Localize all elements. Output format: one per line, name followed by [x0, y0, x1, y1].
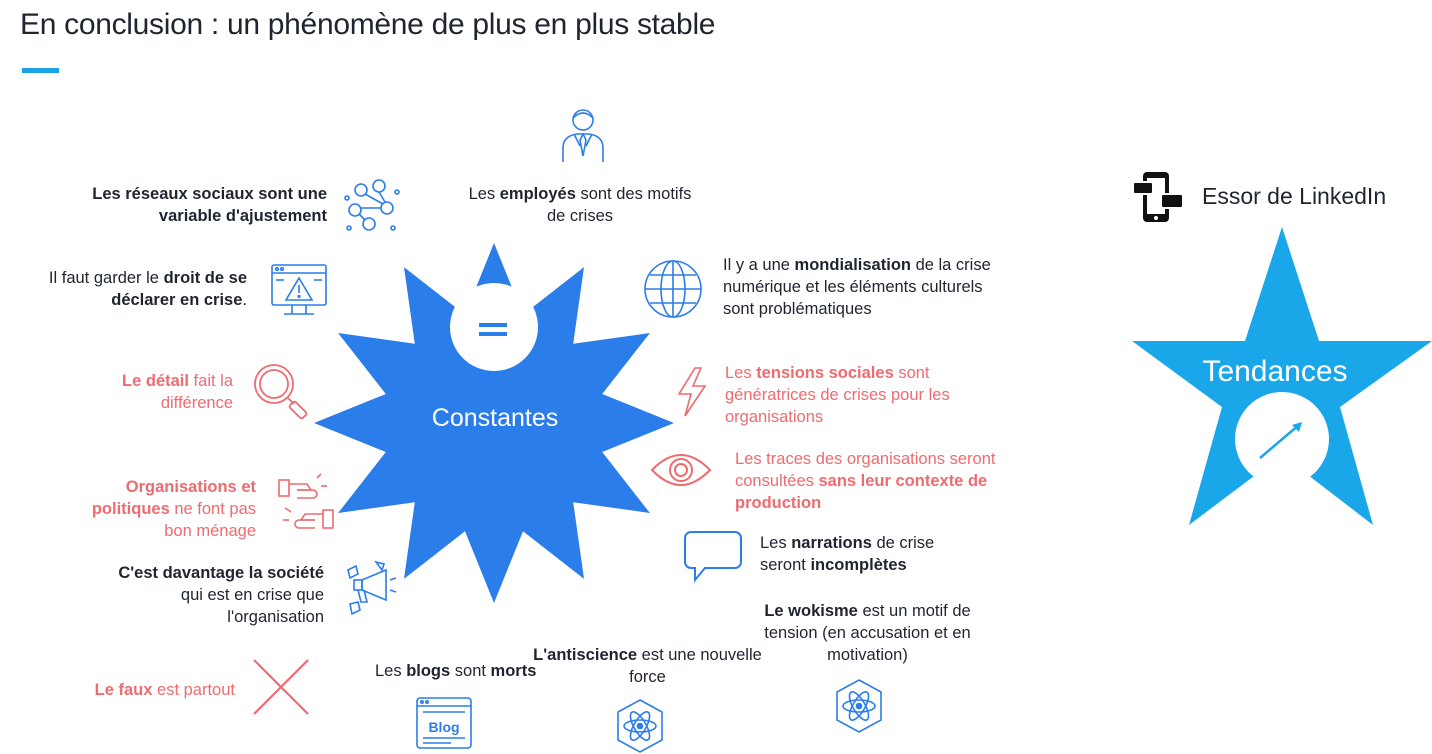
- equals-icon: [479, 323, 507, 336]
- employee-icon: [562, 109, 604, 162]
- lightning-icon: [677, 367, 707, 417]
- item-faux-text: Le faux est partout: [94, 681, 235, 699]
- network-people-icon: [344, 179, 400, 231]
- eye-icon: [650, 454, 712, 486]
- atom-icon: [617, 699, 663, 753]
- handshake-icon: [278, 473, 334, 529]
- title-underline: [22, 68, 59, 73]
- phone-chat-icon: [1132, 172, 1184, 222]
- trend-arrow-icon: [1259, 422, 1302, 459]
- atom-icon: [836, 679, 882, 733]
- item-blogs-text: Les blogs sont morts: [375, 662, 537, 680]
- tendances-label: Tendances: [1202, 355, 1348, 388]
- browser-warning-icon: [271, 264, 327, 315]
- magnifier-icon: [254, 364, 308, 420]
- linkedin-label: Essor de LinkedIn: [1202, 183, 1387, 209]
- globe-icon: [644, 260, 702, 318]
- speech-bubble-icon: [684, 531, 742, 583]
- megaphone-icon: [347, 560, 397, 616]
- blog-icon: Blog: [416, 697, 472, 749]
- svg-text:Blog: Blog: [428, 719, 459, 735]
- page-title: En conclusion : un phénomène de plus en …: [20, 8, 716, 41]
- cross-icon: [253, 659, 309, 715]
- constantes-label: Constantes: [431, 404, 559, 432]
